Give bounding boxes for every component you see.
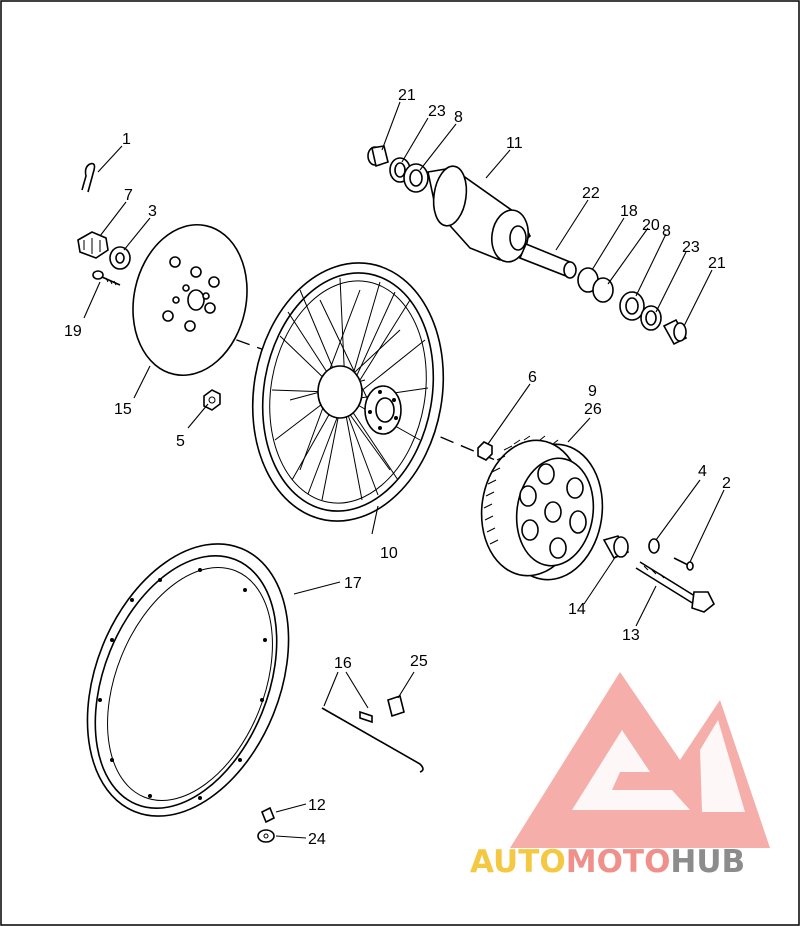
- pulley-spacer: [602, 535, 630, 560]
- sprocket-pulley: [480, 435, 604, 581]
- callout-21-right: 21: [708, 255, 726, 272]
- callout-10: 10: [380, 545, 398, 562]
- callout-4: 4: [698, 463, 707, 480]
- sprocket-nut: [477, 441, 493, 461]
- valve-cap: [260, 806, 276, 824]
- callout-16: 16: [334, 655, 352, 672]
- rotor-bolt: [92, 270, 121, 286]
- callout-9: 9: [588, 383, 597, 400]
- pulley-washer: [648, 538, 660, 554]
- callout-20: 20: [642, 217, 660, 234]
- callout-23-right: 23: [682, 239, 700, 256]
- callout-15: 15: [114, 401, 132, 418]
- watermark-moto: MOTO: [566, 844, 671, 880]
- spoke: [321, 707, 424, 773]
- callout-1: 1: [122, 131, 131, 148]
- washer: [109, 246, 131, 270]
- callout-23-top: 23: [428, 103, 446, 120]
- callout-22: 22: [582, 185, 600, 202]
- callout-8-right: 8: [662, 223, 671, 240]
- pulley-bolt-long: [635, 561, 716, 613]
- watermark-hub: HUB: [670, 844, 745, 880]
- callout-12: 12: [308, 797, 326, 814]
- callout-19: 19: [64, 323, 82, 340]
- callout-25: 25: [410, 653, 428, 670]
- callout-7: 7: [124, 187, 133, 204]
- callout-11: 11: [506, 135, 523, 152]
- callout-3: 3: [148, 203, 157, 220]
- callout-18: 18: [620, 203, 638, 220]
- callout-17: 17: [344, 575, 362, 592]
- watermark-logo: [510, 672, 770, 848]
- pulley-bolt-small: [673, 557, 694, 571]
- callout-5: 5: [176, 433, 185, 450]
- watermark-text: AUTOMOTOHUB: [470, 844, 745, 880]
- callout-21-top: 21: [398, 87, 416, 104]
- callout-13: 13: [622, 627, 640, 644]
- valve-nut: [257, 829, 275, 843]
- castle-nut: [77, 231, 109, 259]
- spoked-wheel: [251, 262, 445, 522]
- cotter-pin: [81, 162, 96, 193]
- brake-disc: [132, 223, 248, 377]
- callout-26: 26: [584, 401, 602, 418]
- callout-8-top: 8: [454, 109, 463, 126]
- watermark-auto: AUTO: [470, 844, 566, 880]
- spoke-nipple: [387, 694, 405, 718]
- wheel-rim: [86, 543, 290, 817]
- callout-24: 24: [308, 831, 326, 848]
- callout-6: 6: [528, 369, 537, 386]
- callout-14: 14: [568, 601, 586, 618]
- callout-2: 2: [722, 475, 731, 492]
- leader-lines: [83, 101, 725, 839]
- disc-nut: [203, 389, 221, 411]
- callout-labels: 1 7 3 19 15 5 10 21 23 8 11 22 18 20 8 2…: [64, 87, 731, 848]
